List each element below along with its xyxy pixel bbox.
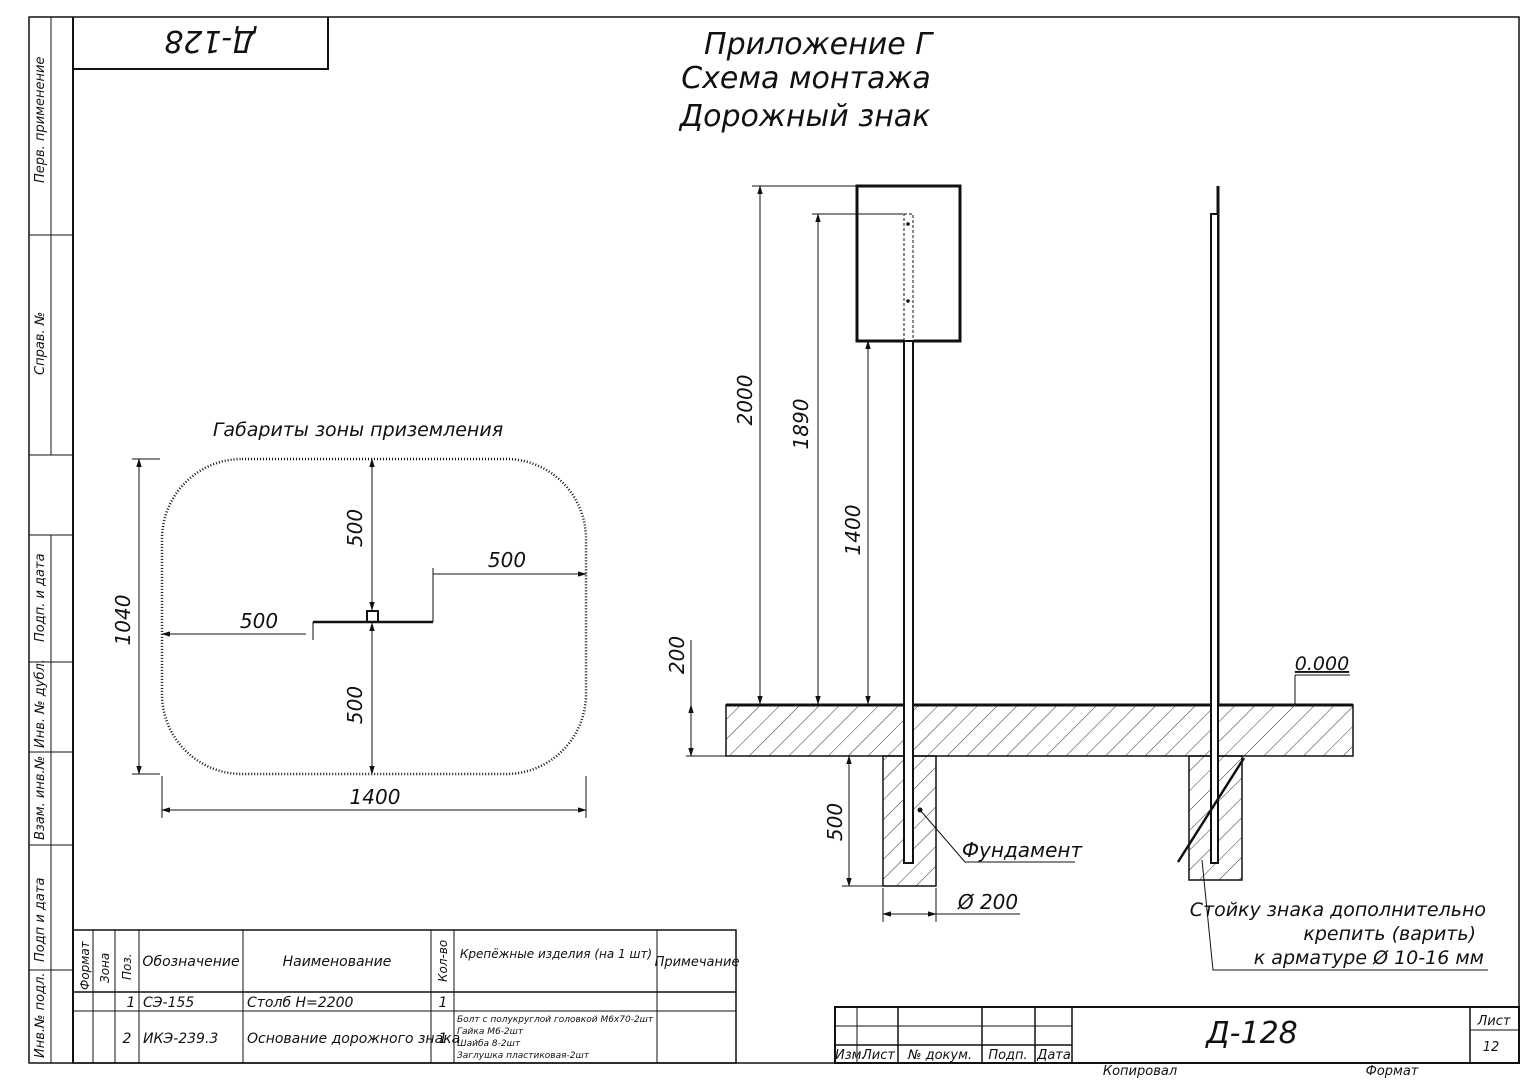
th-qty: Кол-во <box>436 940 450 982</box>
margin-label-sprav: Справ. № <box>33 312 48 375</box>
stamp-code-box: Д-128 <box>73 17 329 70</box>
stamp-code: Д-128 <box>164 23 258 58</box>
note-line1: Стойку знака дополнительно <box>1190 899 1486 921</box>
tb-copied: Копировал <box>1103 1064 1177 1079</box>
dim-left-500: 500 <box>240 609 278 633</box>
row2-fastener-2: Гайка М6-2шт <box>457 1027 524 1037</box>
th-note: Примечание <box>655 955 740 970</box>
title-line1: Приложение Г <box>704 27 934 62</box>
margin-labels: Перв. применение Справ. № Подп. и дата И… <box>33 57 48 1058</box>
attachment-note: Стойку знака дополнительно крепить (вари… <box>1190 899 1486 969</box>
note-line2: крепить (варить) <box>1303 923 1476 945</box>
th-zone: Зона <box>98 953 112 983</box>
row1-designation: СЭ-155 <box>143 995 194 1011</box>
tb-izm: Изм. <box>835 1048 866 1063</box>
margin-label-inv-podl: Инв.№ подл. <box>33 972 48 1058</box>
tb-list: Лист <box>861 1048 895 1063</box>
dim-foundation-500: 500 <box>823 803 847 841</box>
margin-label-inv-dubl: Инв. № дубл. <box>33 659 48 748</box>
tb-code: Д-128 <box>1204 1016 1298 1051</box>
margin-label-podp1: Подп. и дата <box>33 553 48 642</box>
dim-top-500: 500 <box>343 509 367 547</box>
row1-name: Столб H=2200 <box>247 995 354 1011</box>
installation-elevation: 2000 1890 1400 200 500 Ø 200 0.000 Фунда… <box>665 184 1488 971</box>
th-fasteners: Крепёжные изделия (на 1 шт) <box>460 947 652 961</box>
dim-panel-bottom-1400: 1400 <box>841 505 865 556</box>
row2-fastener-1: Болт с полукруглой головкой М6х70-2шт <box>457 1015 654 1025</box>
row2-pos: 2 <box>123 1031 132 1047</box>
dim-panel-top-1890: 1890 <box>789 399 813 450</box>
dim-height-1040: 1040 <box>111 595 135 646</box>
post-side <box>1210 213 1219 864</box>
dim-width-1400: 1400 <box>350 785 401 809</box>
tb-format: Формат <box>1366 1064 1419 1079</box>
row1-qty: 1 <box>439 995 448 1011</box>
post-plan-square <box>366 610 379 623</box>
row1-pos: 1 <box>127 995 136 1011</box>
row2-fastener-3: Шайба 8-2шт <box>457 1039 521 1049</box>
dim-bottom-500: 500 <box>343 686 367 724</box>
title-line2: Схема монтажа <box>681 61 931 96</box>
row2-name: Основание дорожного знака <box>247 1031 460 1047</box>
tb-sheet-label: Лист <box>1477 1014 1511 1029</box>
note-line3: к арматуре Ø 10-16 мм <box>1254 947 1484 969</box>
dim-slab-200: 200 <box>665 636 689 674</box>
post-front <box>903 340 914 864</box>
th-name: Наименование <box>283 954 392 970</box>
row2-designation: ИКЭ-239.3 <box>143 1031 218 1047</box>
dim-total-2000: 2000 <box>733 375 757 426</box>
title-line3: Дорожный знак <box>678 99 931 134</box>
tb-doc: № докум. <box>907 1048 972 1063</box>
sheet-frame <box>28 16 1520 1064</box>
plan-title: Габариты зоны приземления <box>213 419 503 441</box>
spec-table: Формат Зона Поз. Обозначение Наименовани… <box>72 929 740 1064</box>
level-mark: 0.000 <box>1295 653 1349 675</box>
row2-fastener-4: Заглушка пластиковая-2шт <box>457 1051 590 1061</box>
row2-qty: 1 <box>439 1031 448 1047</box>
th-designation: Обозначение <box>142 954 239 970</box>
dim-right-500: 500 <box>488 548 526 572</box>
margin-label-podp2: Подп и дата <box>33 878 48 962</box>
tb-podp: Подп. <box>988 1048 1027 1063</box>
label-foundation: Фундамент <box>962 838 1084 862</box>
margin-label-perv: Перв. применение <box>33 57 48 183</box>
th-format: Формат <box>78 940 92 990</box>
dim-diameter: Ø 200 <box>957 890 1018 914</box>
tb-sheet-number: 12 <box>1483 1040 1500 1055</box>
title-block: Изм. Лист № докум. Подп. Дата Лист 12 Ко… <box>834 1006 1520 1079</box>
margin-label-vzam: Взам. инв.№ <box>33 756 48 840</box>
landing-zone-plan: Габариты зоны приземления 500 500 500 50… <box>111 419 588 818</box>
drawing-title: Приложение Г Схема монтажа Дорожный знак <box>678 27 935 134</box>
th-pos: Поз. <box>120 953 134 980</box>
tb-date: Дата <box>1036 1048 1071 1063</box>
ground-slab <box>725 704 1354 757</box>
